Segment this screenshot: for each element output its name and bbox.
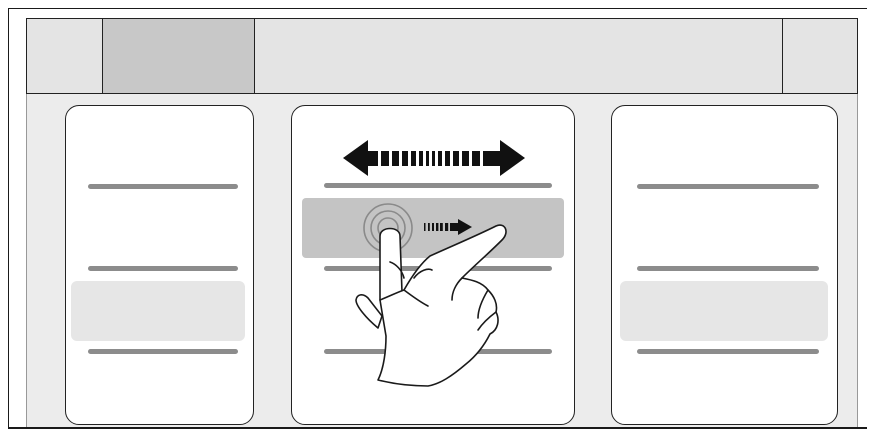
- placeholder-line: [88, 184, 238, 189]
- top-bar-segment-2-selected[interactable]: [103, 19, 255, 93]
- placeholder-line: [637, 266, 819, 271]
- highlighted-row[interactable]: [620, 281, 828, 341]
- outer-frame: [8, 8, 867, 428]
- card-left[interactable]: [65, 105, 254, 425]
- placeholder-line: [88, 349, 238, 354]
- top-bar-segment-4[interactable]: [783, 19, 857, 93]
- placeholder-line: [637, 184, 819, 189]
- frame-bottom-edge: [8, 427, 867, 429]
- top-bar-segment-1[interactable]: [27, 19, 103, 93]
- top-bar: [26, 18, 858, 94]
- placeholder-line: [88, 266, 238, 271]
- double-arrow-horizontal-icon: [343, 140, 525, 176]
- hand-pointer-icon: [355, 224, 507, 387]
- top-bar-segment-3[interactable]: [255, 19, 783, 93]
- placeholder-line: [324, 183, 552, 188]
- card-right[interactable]: [611, 105, 838, 425]
- placeholder-line: [637, 349, 819, 354]
- swipe-right-arrow-icon: [424, 219, 472, 235]
- highlighted-row[interactable]: [71, 281, 245, 341]
